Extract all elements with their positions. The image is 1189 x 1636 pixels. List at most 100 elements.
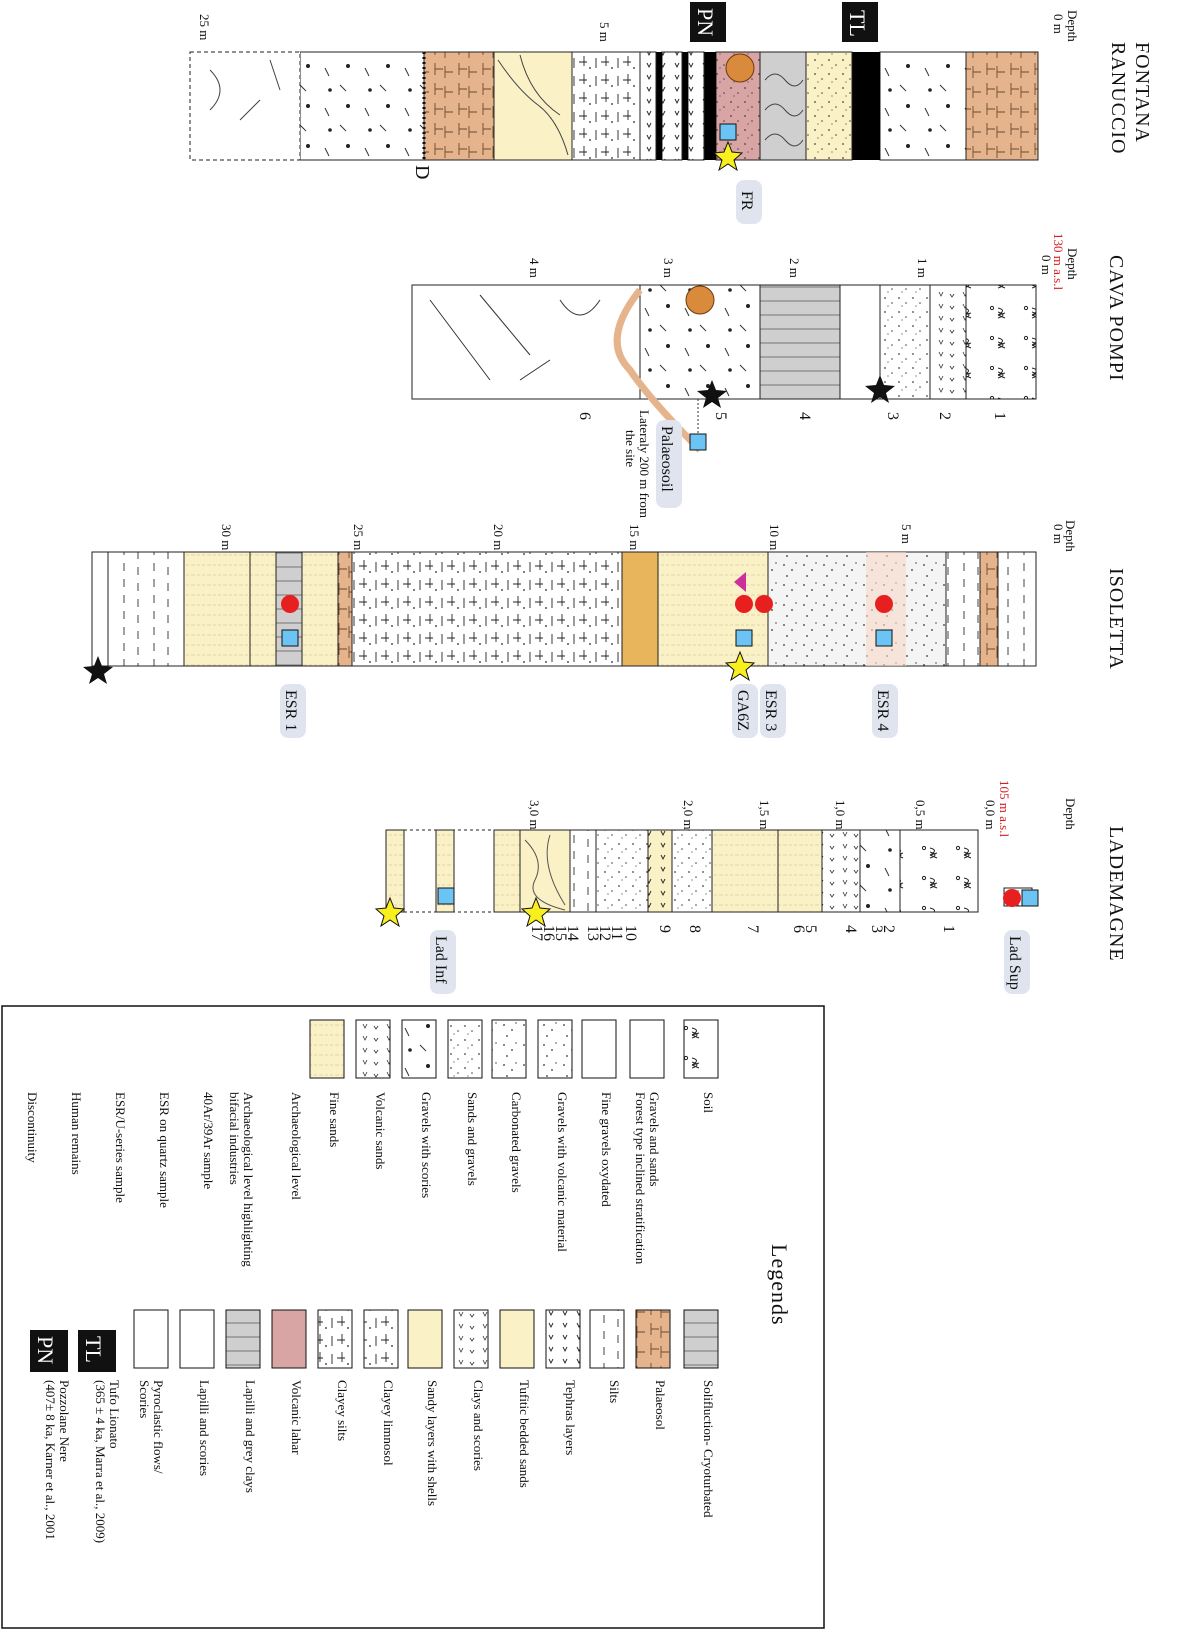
lademagne-layer-label-7: 7: [744, 925, 761, 933]
lademagne-lad-sup-label: Lad Sup: [1006, 936, 1023, 990]
lademagne-layer-8: [672, 830, 712, 912]
esr-quartz-icon-lademagne: [1003, 889, 1021, 907]
legend-left-label-7: Gravels with scories: [419, 1092, 434, 1198]
cava-note-1: Lateraly 200 m from: [637, 410, 652, 518]
column-cava-pompi: CAVA POMPI Depth 130 m a.s.l 0 m 1 m 2 m…: [412, 233, 1127, 518]
legend-left-swatch-6: [402, 1020, 436, 1078]
legend-symbol-label-6: Human remains: [69, 1092, 84, 1175]
legend-right-swatch-11: [180, 1310, 214, 1368]
legend-right-label-0: Solifluction- Cryoturbated: [701, 1380, 716, 1518]
legend-left-swatch-4: [492, 1020, 526, 1078]
fontana-layer-tufitic: [494, 52, 572, 160]
cava-depth-1: 1 m: [915, 258, 930, 278]
cava-layer-3-sands: [880, 285, 930, 399]
fontana-depth-label: Depth: [1065, 10, 1080, 42]
legend-left-label-1: Gravels and sands: [647, 1092, 662, 1187]
isoletta-layer-fine-sands-3: [250, 552, 276, 666]
lademagne-layer-label-1: 1: [940, 925, 957, 933]
ar-sample-icon-isoletta-4: [876, 630, 892, 646]
cava-layer-label-1: 1: [991, 412, 1008, 420]
legend-right-swatch-1: [636, 1310, 670, 1368]
column-fontana-ranuccio: FONTANA RANUCCIO Depth 0 m 5 m 25 m TL: [190, 2, 1153, 224]
cava-depth-label: Depth: [1065, 248, 1080, 280]
lademagne-depth-30: 3,0 m: [527, 800, 542, 830]
legend-left-label-3: Fine gravels oxydated: [599, 1092, 614, 1207]
legend-tag-pn-text: PN: [33, 1336, 58, 1364]
ar-sample-icon-cava: [690, 434, 706, 450]
lademagne-layer-1-soil: [900, 830, 978, 912]
lademagne-layer-11-13: [570, 830, 596, 912]
lademagne-depth-05: 0,5 m: [913, 800, 928, 830]
lademagne-lad-inf-column-2: [386, 830, 404, 912]
legend-left-swatch-2: [582, 1020, 616, 1078]
column-lademagne: LADEMAGNE Depth 105 m a.s.l 0,0 m 0,5 m …: [376, 780, 1127, 994]
legend-symbol-label-7: Discontinuity: [25, 1092, 40, 1163]
legend-right-swatch-5: [454, 1310, 488, 1368]
legend-pn-line2: (407± 8 ka, Karner et al., 2001: [43, 1380, 58, 1540]
legend-left-swatch-5: [448, 1020, 482, 1078]
legend-right-label-7: Clayey limnosol: [381, 1380, 396, 1466]
legend-symbol-label-1: Archaeological level highlighting: [241, 1092, 256, 1267]
fontana-layer-tephra-3: [640, 52, 656, 160]
legend-panel: Legends SoilGravels and sandsForest type…: [2, 1006, 824, 1628]
legend-left-swatch-1: [630, 1020, 664, 1078]
legend-right-swatch-12: [134, 1310, 168, 1368]
lademagne-elevation: 105 m a.s.l: [997, 780, 1012, 837]
fontana-depth-0: 0 m: [1051, 14, 1066, 34]
legend-right-swatch-7: [364, 1310, 398, 1368]
cava-layer-3b: [840, 285, 880, 399]
tag-tl-text: TL: [845, 10, 870, 37]
human-remains-icon-cava: [686, 286, 714, 314]
cava-layer-label-2: 2: [936, 412, 953, 420]
lademagne-layer-label-17: 17: [528, 925, 545, 941]
legend-right-label-12: Pyroclastic flows/: [151, 1380, 166, 1474]
ar-sample-icon-isoletta-1: [282, 630, 298, 646]
fontana-depth-25: 25 m: [197, 14, 212, 40]
lademagne-layer-7: [712, 830, 778, 912]
lademagne-layer-label-6: 6: [790, 925, 807, 933]
legend-right-label-6: Sandy layers with shells: [425, 1380, 440, 1506]
legend-symbol-label-4: ESR on quartz sample: [157, 1092, 172, 1208]
isoletta-layer-silts-2: [946, 552, 980, 666]
legend-right-label-1: Palaeosol: [653, 1380, 668, 1430]
isoletta-layer-silts-bottom: [108, 552, 184, 666]
cava-layer-label-3: 3: [884, 412, 901, 420]
column-isoletta: ISOLETTA Depth 0 m 5 m 10 m 15 m 20 m 25…: [83, 520, 1127, 738]
fontana-layer-clayey-silts: [572, 52, 640, 160]
legend-left-swatch-7: [356, 1020, 390, 1078]
fontana-layer-palaeosol-bottom: [424, 52, 494, 160]
isoletta-layer-blank-bottom: [92, 552, 108, 666]
tag-pn-text: PN: [693, 8, 718, 36]
lademagne-title: LADEMAGNE: [1105, 826, 1127, 962]
fontana-layer-gravels-bottom: [300, 52, 424, 160]
legend-right-swatch-2: [590, 1310, 624, 1368]
legend-tag-tl-text: TL: [81, 1336, 106, 1363]
legend-symbol-label-0: Archaeological level: [289, 1092, 304, 1200]
legend-right-label-8: Clayey silts: [335, 1380, 350, 1441]
lademagne-depth-10: 1,0 m: [833, 800, 848, 830]
legend-left-label-5: Carbonated gravels: [509, 1092, 524, 1193]
legend-left-swatch-8: [310, 1020, 344, 1078]
legend-right-label-4: Tufitic bedded sands: [517, 1380, 532, 1488]
cava-note-2: the site: [623, 430, 638, 467]
lademagne-layer-9-tephra: [648, 830, 672, 912]
fontana-layer-palaeosol-top: [966, 52, 1038, 160]
legend-left-swatch-0: [684, 1020, 718, 1078]
isoletta-ga6z-label: GA6Z: [734, 690, 751, 731]
lademagne-depth-label: Depth: [1063, 798, 1078, 830]
isoletta-esr1-label: ESR 1: [282, 690, 299, 731]
fontana-fr-label: FR: [738, 191, 755, 211]
legend-symbol-label-3: 40Ar/39Ar sample: [201, 1092, 216, 1189]
legend-tl-line1: Tufo Lionato: [107, 1380, 122, 1449]
legend-symbol-label-2: bifacial industries: [227, 1092, 242, 1185]
lademagne-layer-label-9: 9: [656, 925, 673, 933]
lademagne-layer-5-6: [778, 830, 822, 912]
legend-right-label-13: Scories: [137, 1380, 152, 1418]
fontana-layer-tephra-1: [688, 52, 704, 160]
isoletta-depth-25: 25 m: [351, 524, 366, 550]
cava-depth-0: 0 m: [1039, 255, 1054, 275]
legend-tl-line2: (365 ± 4 ka, Marra et al., 2009): [93, 1380, 108, 1543]
esr-quartz-icon-isoletta-3a: [735, 595, 753, 613]
legend-right-swatch-6: [408, 1310, 442, 1368]
